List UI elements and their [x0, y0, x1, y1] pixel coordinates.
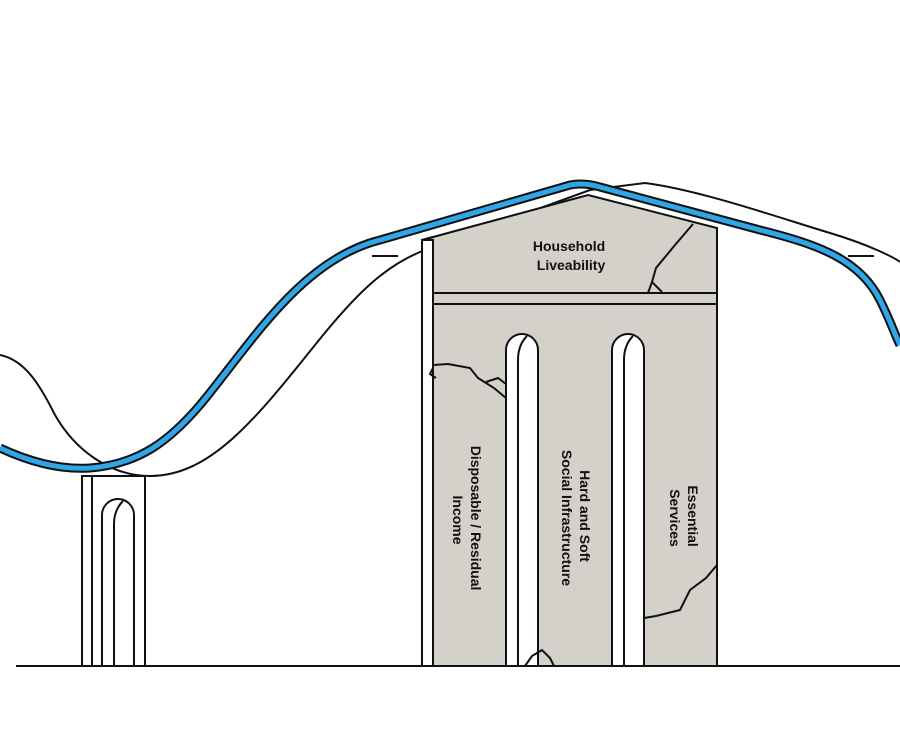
- crack: [643, 564, 718, 619]
- pillar-left-label: Disposable / Residual Income: [450, 446, 484, 595]
- crack: [524, 648, 555, 667]
- beam: [421, 292, 718, 305]
- arch-right: [611, 333, 645, 667]
- house-edge-strip: [421, 239, 434, 667]
- bridge-pillar: [81, 475, 146, 667]
- pillar-arch: [101, 498, 135, 666]
- pillar-middle-label: Hard and Soft Social Infrastructure: [559, 450, 593, 586]
- arch-middle: [505, 333, 539, 667]
- crack: [432, 362, 507, 399]
- pillar-right-label: Essential Services: [667, 485, 701, 550]
- crack: [647, 223, 694, 294]
- road-band: [0, 181, 900, 478]
- blue-curve: [0, 181, 900, 471]
- roof-label: Household Liveability: [533, 238, 609, 273]
